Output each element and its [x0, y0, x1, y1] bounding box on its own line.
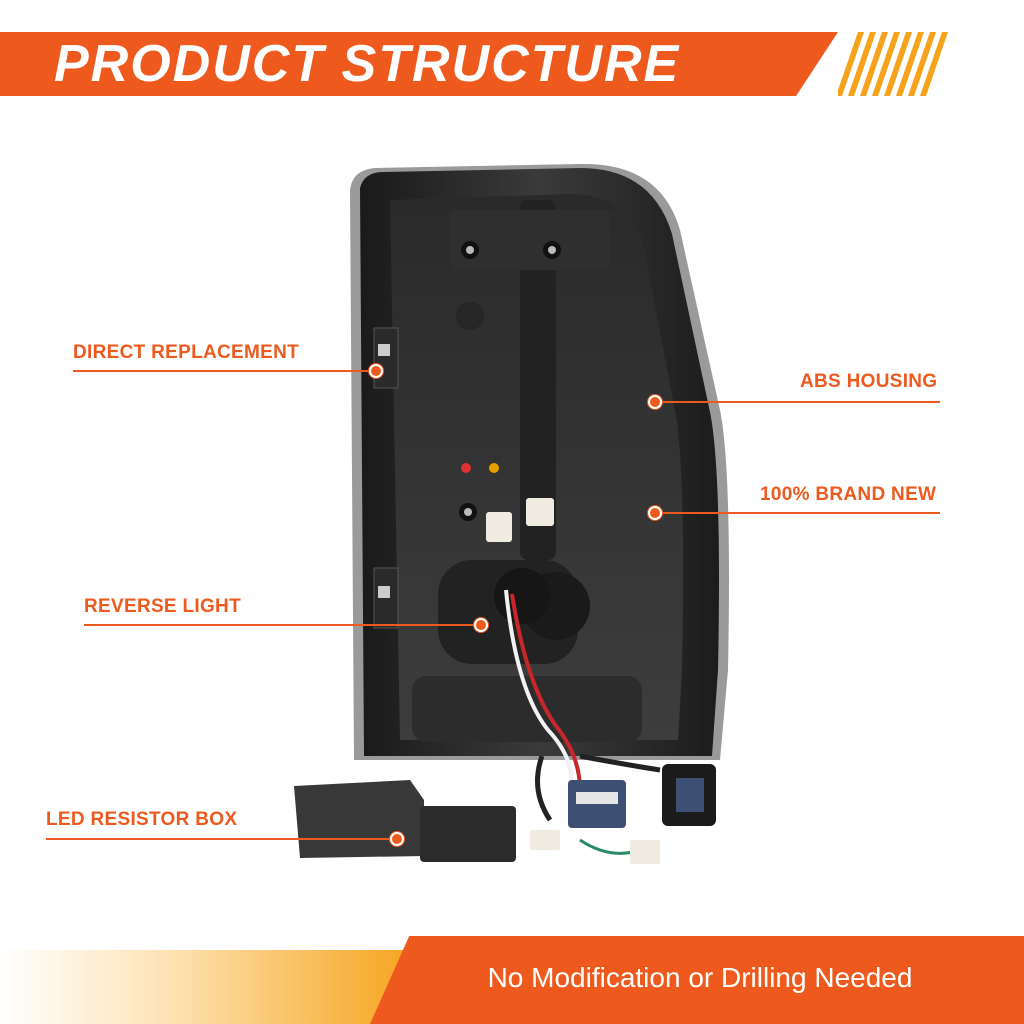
footer-banner	[370, 936, 1024, 1024]
tail-light-housing-image	[294, 163, 729, 864]
direct-replacement-line	[73, 370, 375, 372]
resistor-box-line	[46, 838, 398, 840]
reverse-light-line	[84, 624, 482, 626]
footer-accent-bar	[0, 950, 420, 1024]
resistor-box-label: LED RESISTOR BOX	[46, 809, 238, 830]
banner-stripes-decoration	[838, 32, 948, 96]
abs-housing-line	[656, 401, 940, 403]
footer-tagline: No Modification or Drilling Needed	[487, 962, 913, 993]
reverse-light-dot	[474, 618, 488, 632]
direct-replacement-label: DIRECT REPLACEMENT	[73, 342, 300, 363]
brand-new-dot	[648, 506, 662, 520]
reverse-light-label: REVERSE LIGHT	[84, 596, 241, 617]
resistor-box-dot	[390, 832, 404, 846]
brand-new-line	[656, 512, 940, 514]
connector-plug-icon	[530, 764, 716, 864]
page-title: PRODUCT STRUCTURE	[54, 35, 681, 93]
title-banner	[0, 32, 838, 96]
abs-housing-dot	[648, 395, 662, 409]
abs-housing-label: ABS HOUSING	[800, 371, 938, 392]
direct-replacement-dot	[369, 364, 383, 378]
brand-new-label: 100% BRAND NEW	[760, 484, 937, 505]
resistor-box-icon	[294, 780, 516, 862]
